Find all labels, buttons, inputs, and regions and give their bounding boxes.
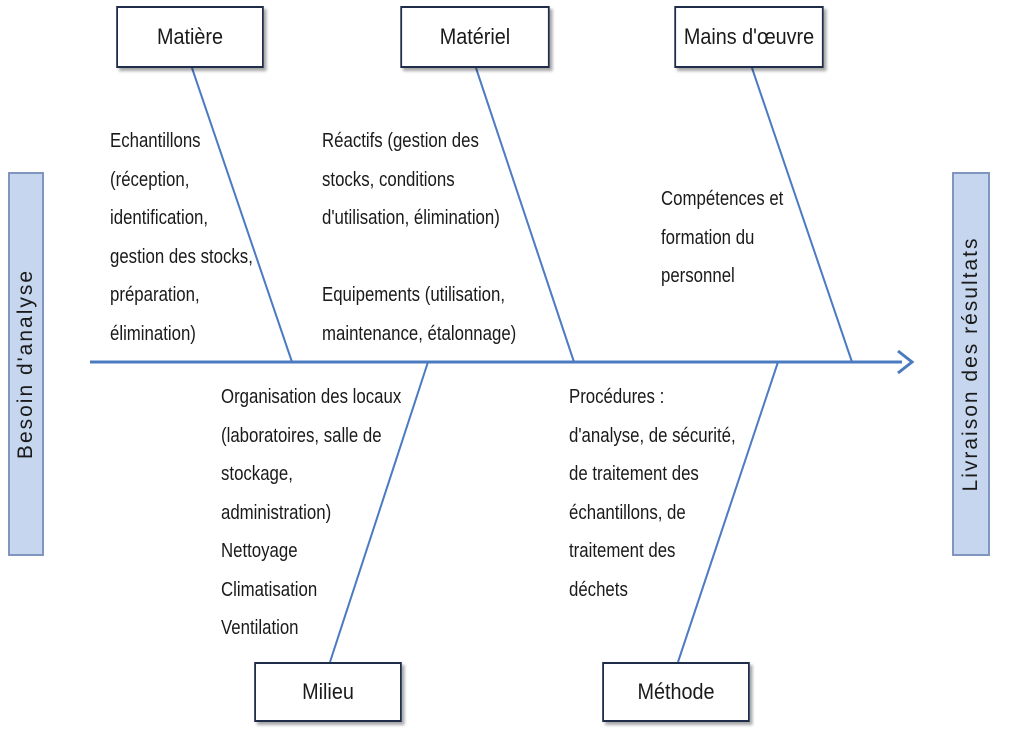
cause-line: échantillons, de — [569, 501, 686, 524]
cause-line: de traitement des — [569, 463, 699, 485]
input-box: Besoin d'analyse — [8, 172, 44, 556]
cause-line: administration) — [221, 501, 332, 524]
causes-matiere: Echantillons (réception, identification,… — [110, 122, 253, 353]
cause-line: Compétences et — [661, 188, 784, 210]
cause-line: identification, — [110, 207, 209, 229]
cause-line: Ventilation — [221, 617, 299, 639]
cause-line: Réactifs (gestion des — [322, 130, 479, 152]
cause-line: Equipements (utilisation, — [322, 284, 506, 306]
cause-line: formation du — [661, 226, 755, 249]
cause-line: personnel — [661, 265, 735, 287]
cause-line: Nettoyage — [221, 540, 298, 562]
category-materiel: Matériel — [400, 6, 550, 68]
spine-arrowhead — [897, 349, 915, 375]
cause-line: d'utilisation, élimination) — [322, 207, 500, 229]
cause-line: d'analyse, de sécurité, — [569, 424, 736, 447]
branch-matiere — [191, 67, 293, 363]
causes-mains-oeuvre: Compétences et formation du personnel — [661, 180, 783, 296]
branch-mains-oeuvre — [751, 67, 853, 363]
causes-methode: Procédures : d'analyse, de sécurité, de … — [569, 378, 736, 609]
cause-line: Climatisation — [221, 578, 318, 601]
cause-line: déchets — [569, 578, 628, 601]
category-milieu: Milieu — [254, 662, 402, 722]
cause-line: traitement des — [569, 540, 676, 562]
cause-line: Procédures : — [569, 386, 665, 408]
cause-line: élimination) — [110, 322, 196, 345]
category-matiere: Matière — [116, 6, 264, 68]
category-methode: Méthode — [602, 662, 750, 722]
category-mains-oeuvre: Mains d'œuvre — [674, 6, 824, 68]
branch-milieu — [329, 361, 429, 663]
cause-line: maintenance, étalonnage) — [322, 322, 517, 345]
causes-milieu: Organisation des locaux (laboratoires, s… — [221, 378, 401, 648]
cause-line: Organisation des locaux — [221, 386, 402, 408]
cause-line: stockage, — [221, 463, 293, 485]
input-label: Besoin d'analyse — [14, 268, 37, 460]
output-box: Livraison des résultats — [952, 172, 990, 556]
output-label: Livraison des résultats — [959, 236, 982, 492]
cause-line: (laboratoires, salle de — [221, 424, 382, 447]
cause-line: (réception, — [110, 168, 190, 191]
causes-materiel: Réactifs (gestion des stocks, conditions… — [322, 122, 516, 353]
cause-line: Echantillons — [110, 130, 201, 152]
cause-line: gestion des stocks, — [110, 245, 253, 268]
cause-line: stocks, conditions — [322, 168, 455, 191]
branch-materiel — [475, 67, 575, 363]
cause-line: préparation, — [110, 284, 200, 306]
cause-line — [322, 238, 516, 277]
branch-methode — [677, 361, 779, 663]
